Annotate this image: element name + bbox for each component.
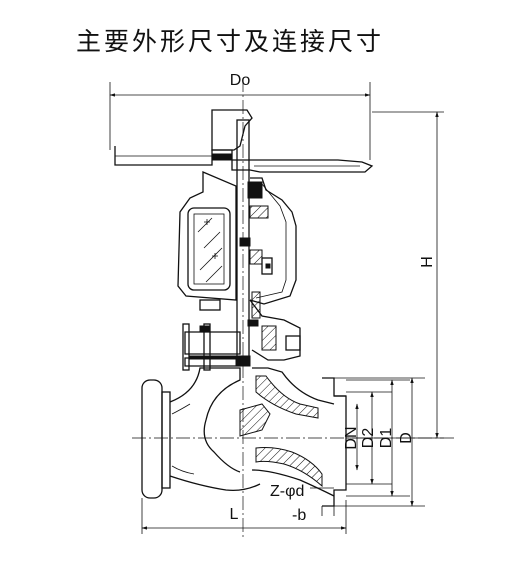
dim-label-h: H: [419, 256, 436, 268]
dim-label-d: D: [398, 432, 415, 444]
stem-section: [235, 119, 273, 367]
dim-label-d1: D1: [378, 428, 395, 449]
dim-bolt-holes: Z-φd -b: [270, 483, 335, 524]
dim-label-bolt-holes: Z-φd: [270, 483, 304, 500]
dim-label-l: L: [230, 506, 239, 523]
handwheel: [114, 109, 374, 173]
dim-label-do: Do: [230, 72, 251, 89]
dim-label-thickness: -b: [292, 507, 306, 524]
dim-do: Do: [109, 72, 371, 160]
dim-l: L: [141, 498, 347, 534]
dim-h: H: [346, 111, 444, 439]
dim-flange: DN D2 D1 D: [334, 377, 425, 507]
page-title: 主要外形尺寸及连接尺寸: [76, 27, 385, 56]
bonnet-flange: [182, 299, 301, 371]
dim-label-d2: D2: [360, 428, 377, 449]
dim-label-dn: DN: [343, 426, 360, 449]
valve-body: [141, 367, 347, 507]
yoke: [177, 171, 297, 311]
